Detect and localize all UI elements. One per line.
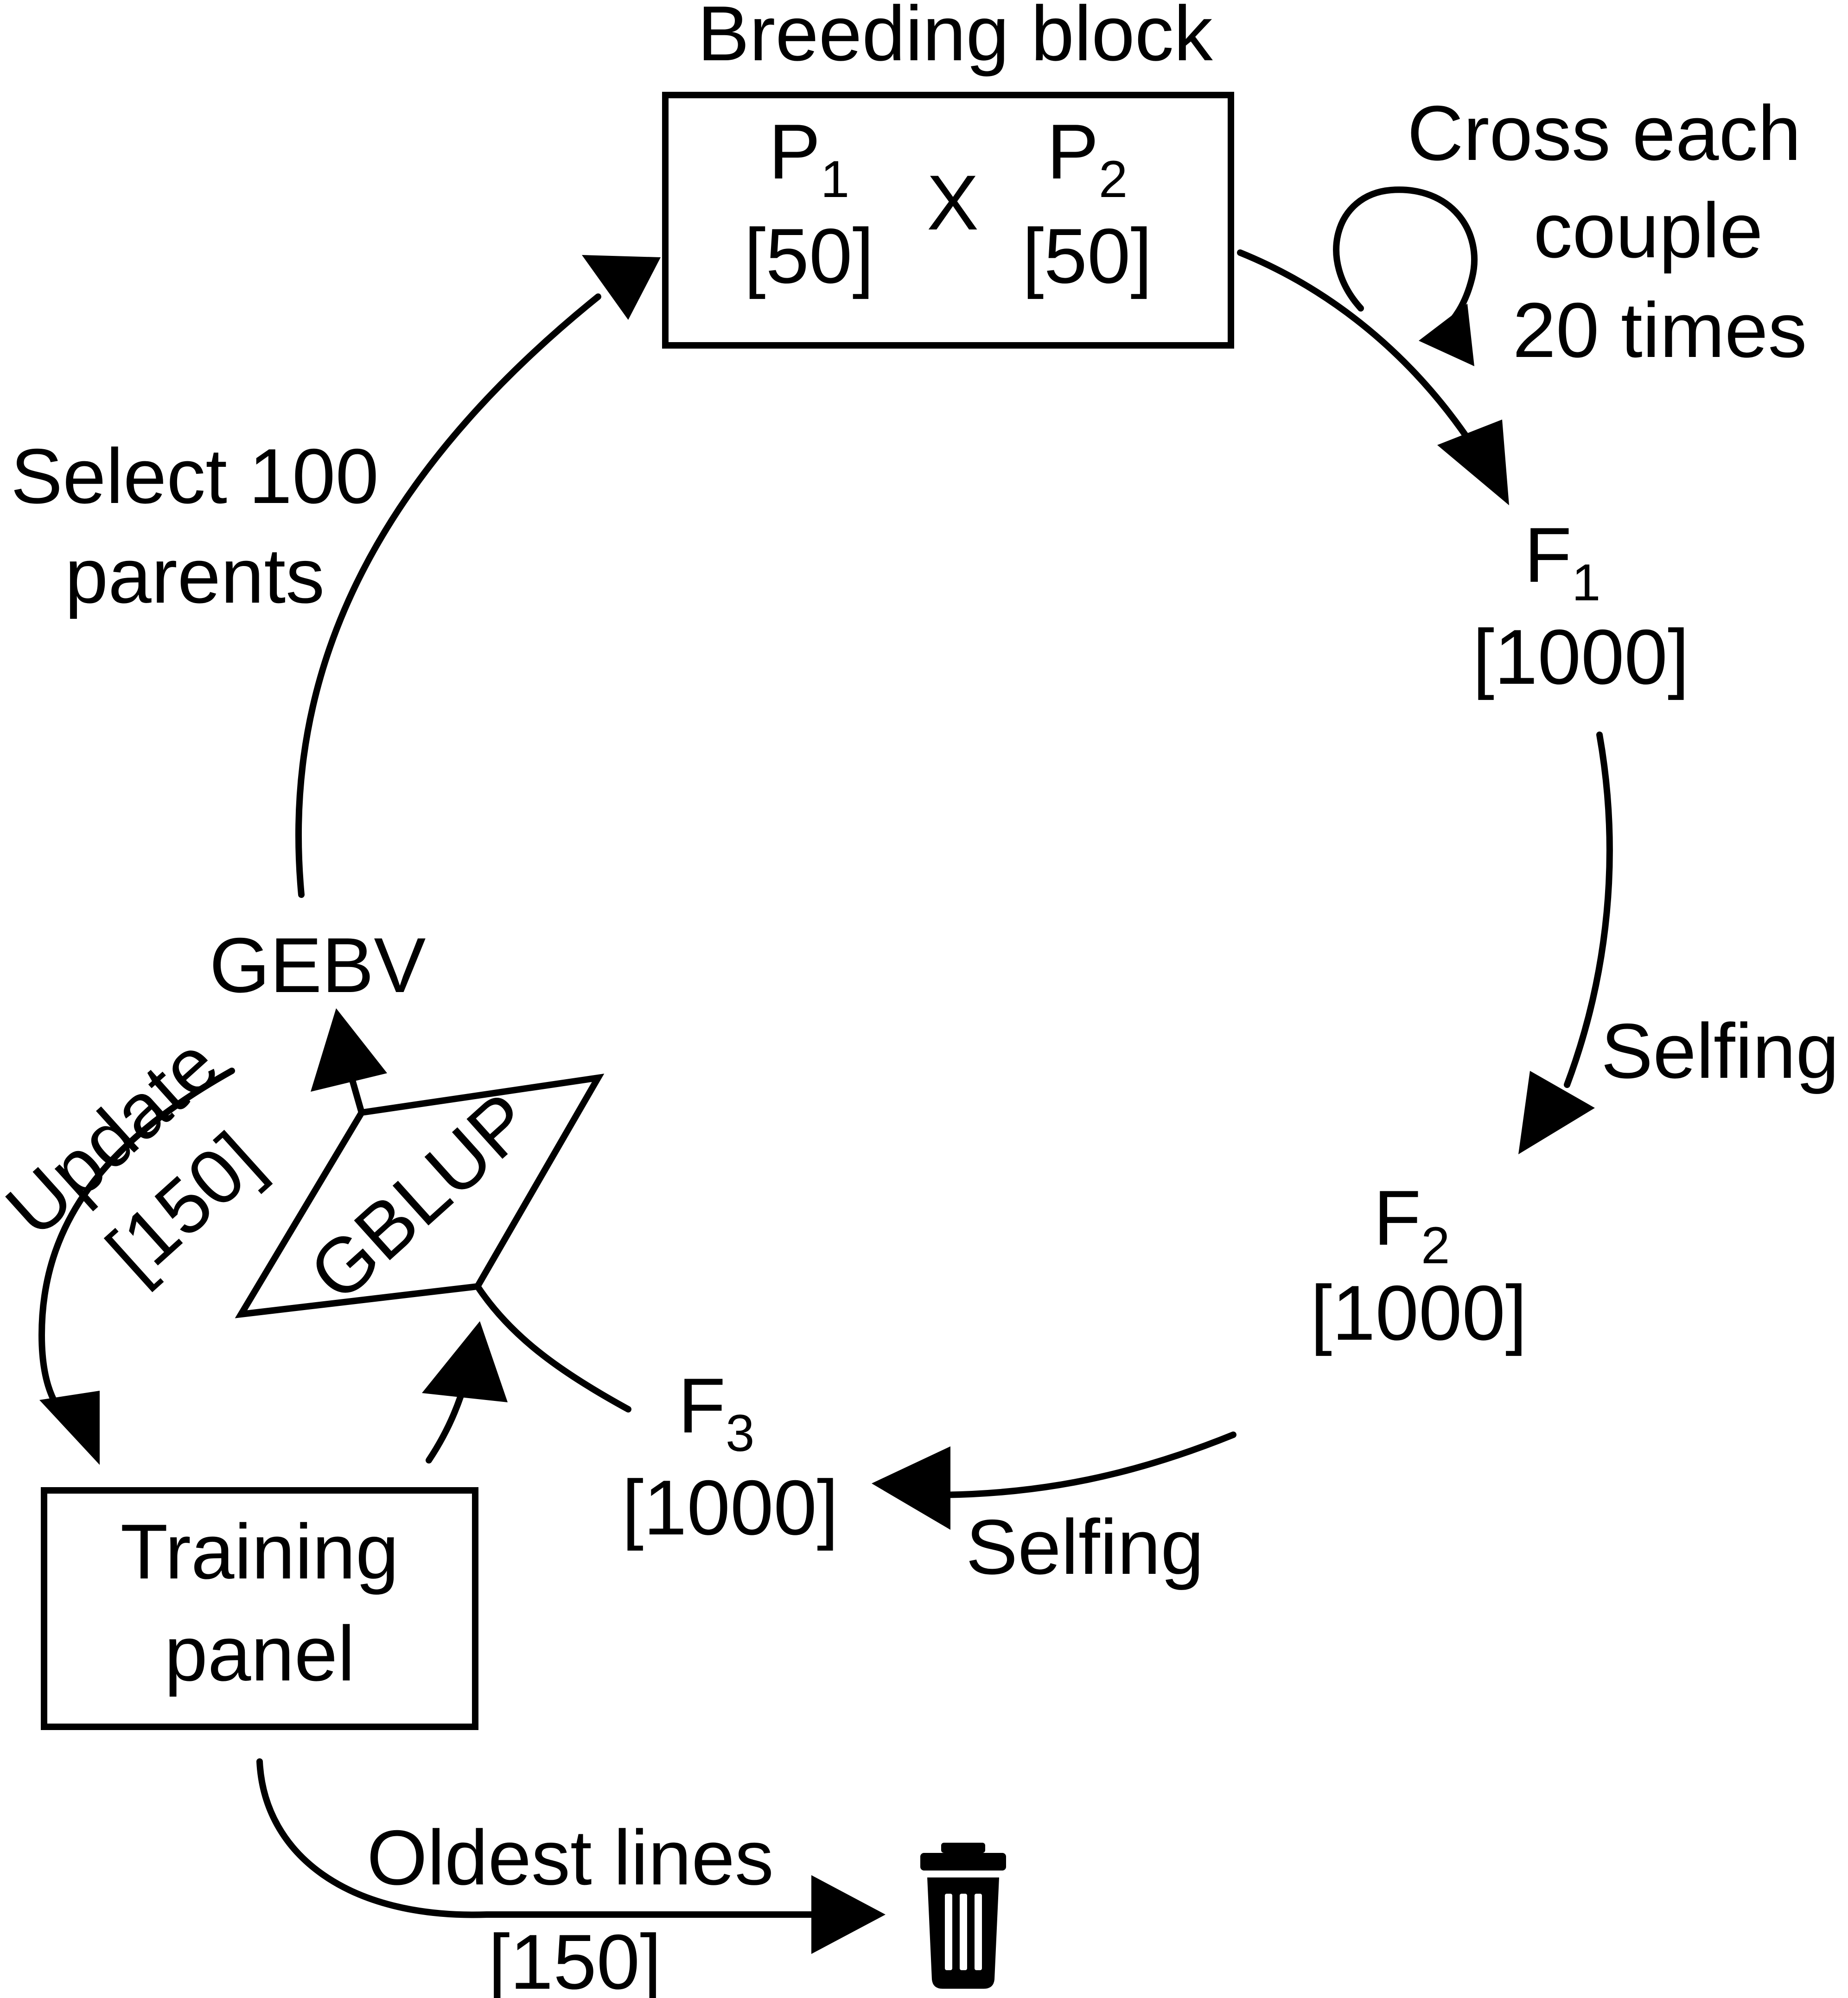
select-parents-line1: Select 100 xyxy=(11,433,379,520)
arrow-gblup-to-gebv-head xyxy=(311,1008,387,1092)
parent1-label: P1 xyxy=(769,108,849,208)
f2-label: F2 xyxy=(1374,1174,1450,1274)
arrow-block-to-f1 xyxy=(1237,249,1485,462)
selfing-label-1: Selfing xyxy=(1601,1007,1839,1094)
parent1-count: [50] xyxy=(744,212,874,299)
arrow-training-to-trash-head xyxy=(811,1875,886,1954)
selfing-label-2: Selfing xyxy=(966,1503,1204,1591)
update-underline xyxy=(38,1068,235,1422)
arrow-f1-to-f2-head xyxy=(1518,1071,1595,1154)
oldest-lines-count: [150] xyxy=(488,1918,662,1998)
self-loop-arrowhead xyxy=(1419,304,1474,366)
training-panel-line1: Training xyxy=(121,1508,399,1595)
arrow-f2-to-f3 xyxy=(929,1432,1236,1498)
arrow-f2-to-f3-head xyxy=(872,1446,950,1530)
arrow-f1-to-f2 xyxy=(1564,732,1613,1088)
line-f3-to-gblup xyxy=(474,1283,631,1413)
cross-symbol: X xyxy=(927,159,979,246)
f1-label: F1 xyxy=(1524,511,1601,611)
trash-icon xyxy=(920,1843,1006,1989)
arrow-gblup-to-gebv xyxy=(349,1077,365,1116)
update-arrowhead xyxy=(39,1391,100,1465)
f2-count: [1000] xyxy=(1310,1269,1527,1356)
gblup-parallelogram xyxy=(235,1073,605,1318)
parent2-label: P2 xyxy=(1047,108,1128,208)
arrow-training-to-trash xyxy=(256,1758,838,1918)
breeding-block-box xyxy=(662,92,1234,349)
arrow-gebv-to-block xyxy=(295,293,601,898)
training-panel-box xyxy=(41,1487,478,1730)
cross-note-line1: Cross each xyxy=(1407,89,1801,177)
f3-count: [1000] xyxy=(622,1464,838,1551)
arrow-gebv-to-block-head xyxy=(582,255,661,320)
breeding-block-title: Breeding block xyxy=(697,0,1213,77)
oldest-lines-label: Oldest lines xyxy=(367,1814,774,1901)
f3-label: F3 xyxy=(678,1362,755,1462)
arrow-block-to-f1-head xyxy=(1437,420,1509,505)
parent2-count: [50] xyxy=(1022,212,1152,299)
self-loop-arrow xyxy=(1333,186,1478,332)
arrow-training-to-gblup-head xyxy=(422,1321,508,1402)
select-parents-line2: parents xyxy=(65,532,325,619)
training-panel-line2: panel xyxy=(164,1610,355,1697)
gebv-label: GEBV xyxy=(210,922,426,1009)
cross-note-line3: 20 times xyxy=(1513,286,1807,374)
f1-count: [1000] xyxy=(1472,613,1689,700)
cross-note-line2: couple xyxy=(1533,187,1763,274)
